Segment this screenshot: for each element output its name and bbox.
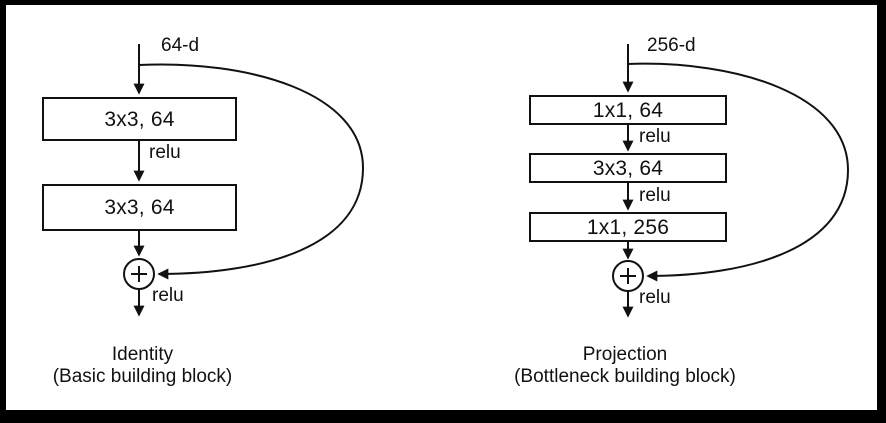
relu-label: relu [639,126,671,147]
plus-icon [131,266,147,282]
caption-right: Projection (Bottleneck building block) [505,344,745,388]
conv-layer-box: 1x1, 64 [529,95,727,125]
caption-subtitle: (Bottleneck building block) [514,366,736,387]
relu-label: relu [639,185,671,206]
conv-layer-box: 1x1, 256 [529,212,727,242]
right-block-connectors [612,44,850,318]
caption-title: Identity [111,344,174,365]
relu-label: relu [152,285,184,306]
relu-label: relu [149,142,181,163]
input-dim-label-left: 64-d [161,35,200,56]
caption-left: Identity (Basic building block) [30,344,255,388]
relu-label: relu [639,287,671,308]
skip-connection-curve [627,62,850,282]
caption-subtitle: (Basic building block) [52,366,233,387]
conv-layer-box: 3x3, 64 [42,97,237,141]
conv-layer-box: 3x3, 64 [529,153,727,183]
caption-title: Projection [582,344,668,365]
input-dim-label-right: 256-d [647,35,696,56]
left-block-connectors [123,44,365,317]
plus-icon [620,268,636,284]
conv-layer-box: 3x3, 64 [42,184,237,231]
add-node [123,258,155,290]
skip-connection-curve [138,63,365,280]
add-node [612,260,644,292]
